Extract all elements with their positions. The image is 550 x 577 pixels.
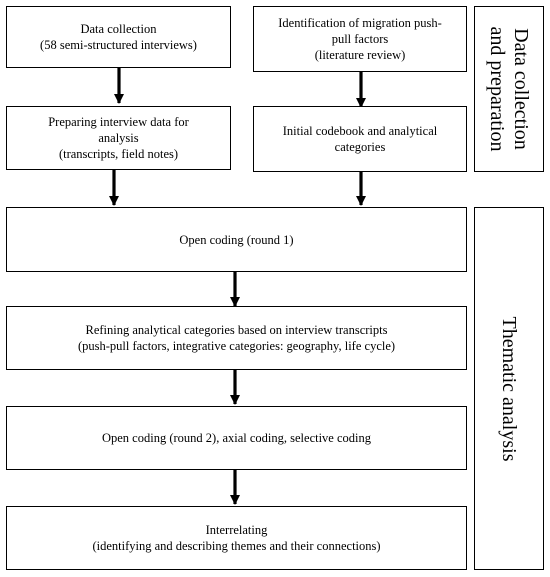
data-collection-prep-label-box: Data collection and preparation — [474, 6, 544, 172]
data-collection-prep-label-line2: and preparation — [486, 26, 508, 152]
open-coding-1-title: Open coding (round 1) — [179, 232, 294, 247]
identification-title-line2: pull factors — [331, 32, 389, 46]
interrelating-title: Interrelating — [205, 523, 268, 537]
data-collection-box: Data collection (58 semi-structured inte… — [6, 6, 231, 68]
thematic-analysis-label: Thematic analysis — [497, 316, 521, 461]
open-coding-2-title: Open coding (round 2), axial coding, sel… — [101, 431, 372, 445]
interrelating-detail: (identifying and describing themes and t… — [92, 539, 381, 553]
data-collection-title: Data collection — [80, 22, 157, 36]
interrelating-box: Interrelating (identifying and describin… — [6, 506, 467, 570]
identification-box: Identification of migration push- pull f… — [253, 6, 467, 72]
preparing-box: Preparing interview data for analysis (t… — [6, 106, 231, 170]
preparing-detail: (transcripts, field notes) — [58, 147, 179, 161]
refining-detail: (push-pull factors, integrative categori… — [77, 339, 396, 353]
refining-box: Refining analytical categories based on … — [6, 306, 467, 370]
codebook-title-line2: categories — [334, 140, 386, 154]
data-collection-prep-label-line1: Data collection — [510, 28, 532, 150]
codebook-title-line1: Initial codebook and analytical — [282, 124, 438, 138]
data-collection-prep-label: Data collection and preparation — [485, 27, 533, 152]
preparing-title-line1: Preparing interview data for — [48, 115, 189, 129]
open-coding-1-box: Open coding (round 1) — [6, 207, 467, 272]
codebook-box: Initial codebook and analytical categori… — [253, 106, 467, 172]
data-collection-detail: (58 semi-structured interviews) — [40, 38, 197, 52]
identification-title-line1: Identification of migration push- — [278, 16, 442, 30]
identification-detail: (literature review) — [314, 48, 406, 62]
thematic-analysis-label-box: Thematic analysis — [474, 207, 544, 570]
refining-title: Refining analytical categories based on … — [85, 323, 388, 337]
thematic-analysis-label-line1: Thematic analysis — [498, 316, 520, 461]
preparing-title-line2: analysis — [98, 131, 139, 145]
open-coding-2-box: Open coding (round 2), axial coding, sel… — [6, 406, 467, 470]
